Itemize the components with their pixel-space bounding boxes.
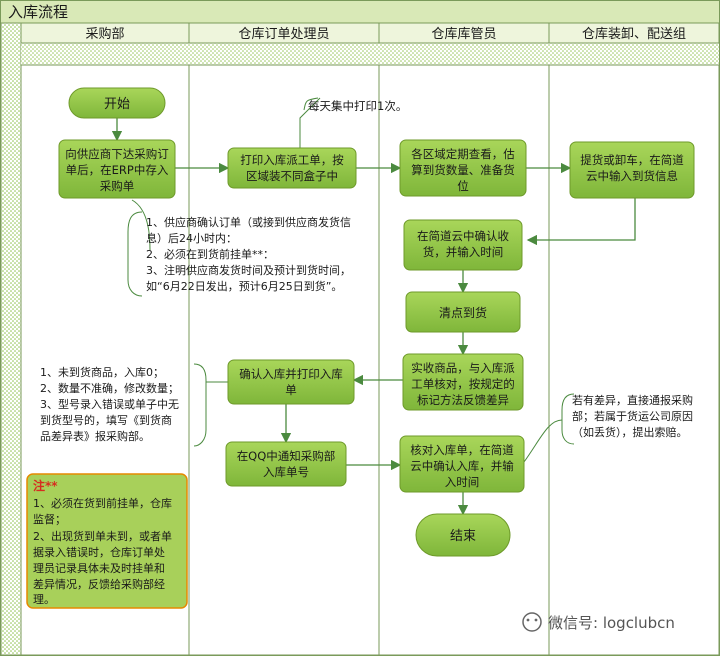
node-pickup-line2: 云中输入到货信息 (586, 169, 678, 183)
node-count-goods (405, 291, 521, 333)
node-notify-qq-line2: 入库单号 (263, 465, 309, 479)
note-box-line4: 据录入错误时，仓库订单处 (33, 545, 165, 559)
annotation-supplier-line2: 息）后24小时内： (146, 231, 237, 245)
diagram-title: 入库流程 (8, 3, 68, 21)
node-verify-goods (402, 353, 524, 411)
annotation-claim-line1: 若有差异，直接通报采购 (572, 393, 693, 407)
connector-print-once (299, 97, 321, 152)
nodes: 开始 向供应商下达采购订 单后，在ERP中存入 采购单 打印入库派工单，按 区域… (58, 87, 695, 557)
node-notify-qq-line1: 在QQ中通知采购部 (237, 449, 336, 463)
note-box-line2: 监督； (33, 512, 66, 526)
note-box-line7: 理。 (33, 593, 55, 606)
node-check-area-line2: 算到货数量、准备货 (411, 163, 515, 177)
lane-title-warehouse-keeper: 仓库库管员 (431, 26, 496, 42)
node-verify-slip-line2: 云中确认入库，并输 (410, 459, 514, 473)
bracket-supplier-notes (127, 211, 143, 297)
node-confirm-print-line2: 单 (285, 383, 297, 397)
node-verify-slip-line1: 核对入库单，在简道 (410, 443, 514, 457)
node-confirm-print (227, 359, 355, 405)
node-verify-slip-line3: 入时间 (445, 475, 480, 489)
annotation-error-line4: 到货型号的，填写《到货商 (40, 413, 172, 427)
node-verify-goods-line1: 实收商品，与入库派 (411, 361, 515, 375)
annotation-error-line2: 2、数量不准确，修改数量； (40, 381, 179, 395)
node-print-slip (227, 147, 357, 189)
node-confirm-print-line1: 确认入库并打印入库 (239, 367, 343, 381)
connectors (111, 118, 636, 516)
node-pickup-line1: 提货或卸车，在简道 (580, 153, 684, 167)
node-start (68, 87, 166, 119)
annotation-supplier-line5: 如“6月22日发出，预计6月25日到货”。 (146, 279, 342, 293)
bracket-print-once (303, 97, 319, 111)
bracket-claim-notes (561, 393, 575, 445)
wechat-icon-eye-left (526, 618, 530, 622)
annotation-supplier-line3: 2、必须在到货前挂单**： (146, 247, 274, 261)
bracket-error-notes (193, 363, 207, 447)
node-notify-qq (225, 441, 347, 487)
node-check-area (399, 139, 527, 197)
wechat-icon (522, 612, 542, 632)
lane-header-loading (548, 22, 720, 44)
node-check-area-line1: 各区域定期查看，估 (411, 147, 515, 161)
connector-claim-notes (523, 419, 563, 463)
annotation-print-once: 每天集中打印1次。 (308, 99, 407, 113)
left-pattern-strip (0, 22, 22, 656)
note-box-line5: 理员记录具体未及时挂单和 (33, 561, 165, 575)
node-end-label: 结束 (450, 529, 476, 544)
node-create-po (58, 139, 176, 199)
node-print-slip-line2: 区域装不同盒子中 (246, 169, 338, 183)
node-verify-goods-line2: 工单核对，按规定的 (411, 377, 515, 391)
annotation-error-line5: 品差异表》报采购部。 (40, 429, 150, 443)
node-verify-slip (399, 435, 525, 493)
node-create-po-line3: 采购单 (100, 179, 135, 193)
node-verify-goods-line3: 标记方法反馈差异 (417, 393, 509, 407)
wechat-icon-eye-right (534, 618, 538, 622)
node-confirm-receipt-line2: 货，并输入时间 (423, 245, 504, 259)
node-print-slip-line1: 打印入库派工单，按 (240, 153, 344, 167)
node-start-label: 开始 (104, 97, 130, 112)
connector-supplier-notes (131, 199, 151, 251)
title-bar (1, 1, 719, 23)
node-check-area-line3: 位 (457, 179, 469, 193)
annotation-claim-line3: （如丢货），提出索赔。 (572, 425, 688, 439)
node-create-po-line1: 向供应商下达采购订 (65, 147, 169, 161)
note-box-title: 注** (33, 478, 58, 493)
arrow-pickup-to-confirm (526, 198, 636, 246)
watermark-text: 微信号: logclubcn (548, 614, 675, 632)
watermark: 微信号: logclubcn (522, 612, 675, 632)
note-box: 注** 1、必须在货到前挂单，仓库 监督； 2、出现货到单未到，或者单 据录入错… (26, 473, 188, 609)
node-pickup (569, 141, 695, 199)
node-confirm-receipt-line1: 在简道云中确认收 (417, 229, 509, 243)
annotation-supplier-line1: 1、供应商确认订单（或接到供应商发货信 (146, 215, 351, 229)
node-end (415, 513, 511, 557)
annotation-connectors (127, 97, 575, 463)
annotation-claim-line2: 部；若属于货运公司原因 (572, 409, 693, 423)
node-create-po-line2: 单后，在ERP中存入 (66, 163, 169, 177)
annotation-error-line1: 1、未到货商品，入库0； (40, 365, 164, 379)
note-box-line1: 1、必须在货到前挂单，仓库 (33, 496, 172, 510)
note-box-line6: 差异情况，反馈给采购部经 (33, 577, 165, 591)
note-box-frame (26, 473, 188, 609)
lane-title-purchasing: 采购部 (85, 26, 124, 42)
note-box-line3: 2、出现货到单未到，或者单 (33, 529, 172, 543)
annotation-error-line3: 3、型号录入错误或单子中无 (40, 397, 179, 411)
node-confirm-receipt (403, 219, 523, 271)
annotations: 每天集中打印1次。 1、供应商确认订单（或接到供应商发货信 息）后24小时内： … (40, 99, 693, 443)
annotation-supplier-line4: 3、注明供应商发货时间及预计到货时间， (146, 263, 351, 277)
node-count-goods-label: 清点到货 (439, 305, 487, 320)
lane-headers: 采购部 仓库订单处理员 仓库库管员 仓库装卸、配送组 (20, 22, 720, 65)
lane-title-loading: 仓库装卸、配送组 (582, 26, 686, 42)
lane-title-order-clerk: 仓库订单处理员 (238, 26, 329, 42)
